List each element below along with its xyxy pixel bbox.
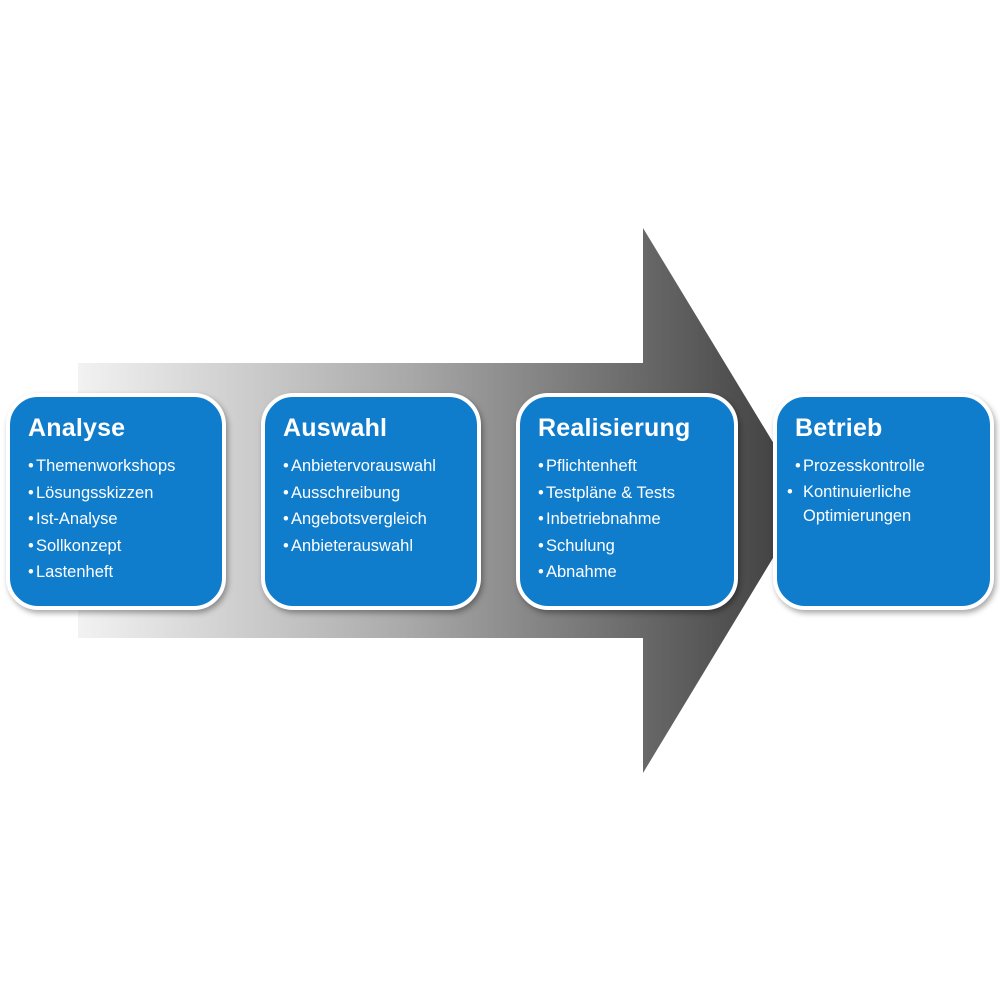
bullet: •: [283, 536, 289, 555]
phase-title: Betrieb: [795, 414, 883, 442]
phase-item-list: •Anbietervorauswahl •Ausschreibung •Ange…: [283, 453, 459, 559]
phase-item-label: Lösungsskizzen: [36, 483, 154, 502]
phase-item-label: Anbietervorauswahl: [291, 457, 436, 475]
phase-item: •Testpläne & Tests: [538, 480, 716, 507]
phase-box-auswahl: Auswahl •Anbietervorauswahl •Ausschreibu…: [261, 393, 481, 610]
phase-item: •Sollkonzept: [28, 533, 204, 560]
bullet: •: [795, 457, 801, 475]
bullet: •: [538, 510, 544, 528]
bullet: •: [538, 563, 544, 581]
phase-item: • Kontinuierliche Optimierungen: [787, 480, 972, 528]
phase-item: •Pflichtenheft: [538, 453, 716, 480]
phase-item: •Ausschreibung: [283, 480, 459, 507]
bullet: •: [538, 483, 544, 502]
phase-item-label: Abnahme: [546, 563, 617, 581]
bullet: •: [538, 457, 544, 475]
phase-item-list: •Pflichtenheft •Testpläne & Tests •Inbet…: [538, 453, 716, 586]
phase-item: •Ist-Analyse: [28, 506, 204, 533]
phase-item: •Lösungsskizzen: [28, 480, 204, 507]
phase-item: •Anbieterauswahl: [283, 533, 459, 560]
phase-item-label: Inbetriebnahme: [546, 510, 661, 528]
phase-item-list: •Themenworkshops •Lösungsskizzen •Ist-An…: [28, 453, 204, 586]
phase-item-label: Testpläne & Tests: [546, 483, 676, 502]
bullet: •: [28, 563, 34, 581]
phase-item-label: Prozesskontrolle: [803, 457, 925, 475]
bullet: •: [538, 536, 544, 555]
bullet: •: [28, 536, 34, 555]
bullet: •: [283, 483, 289, 502]
phase-item-label: Ist-Analyse: [36, 510, 118, 528]
bullet: •: [283, 510, 289, 528]
phase-item: •Themenworkshops: [28, 453, 204, 480]
phase-item-label: Lastenheft: [36, 563, 114, 581]
phase-item: •Lastenheft: [28, 559, 204, 586]
phase-item-label: Anbieterauswahl: [291, 536, 413, 555]
phase-box-betrieb: Betrieb •Prozesskontrolle •Kontinuierlic…: [773, 393, 994, 610]
phase-item-label: Pflichtenheft: [546, 457, 637, 475]
bullet: •: [283, 457, 289, 475]
phase-item: •Inbetriebnahme: [538, 506, 716, 533]
phase-item-label: Themenworkshops: [36, 457, 176, 475]
bullet: •: [28, 457, 34, 475]
phase-title: Realisierung: [538, 414, 691, 442]
phase-item: •Prozesskontrolle: [795, 453, 972, 480]
phase-item-label: Angebotsvergleich: [291, 510, 427, 528]
phase-box-analyse: Analyse •Themenworkshops •Lösungsskizzen…: [6, 393, 226, 610]
phase-item-list: •Prozesskontrolle •Kontinuierliche Optim…: [787, 453, 972, 528]
phase-title: Auswahl: [283, 414, 388, 442]
phase-item-label: Sollkonzept: [36, 536, 122, 555]
bullet: •: [787, 482, 793, 501]
phase-item-label: Ausschreibung: [291, 483, 401, 502]
phase-item: •Angebotsvergleich: [283, 506, 459, 533]
bullet: •: [28, 510, 34, 528]
phase-item-label: Schulung: [546, 536, 615, 555]
phase-item: •Abnahme: [538, 559, 716, 586]
phase-title: Analyse: [28, 414, 126, 442]
phase-item: •Anbietervorauswahl: [283, 453, 459, 480]
bullet: •: [28, 483, 34, 502]
phase-box-realisierung: Realisierung •Pflichtenheft •Testpläne &…: [516, 393, 738, 610]
phase-item: •Schulung: [538, 533, 716, 560]
phase-item-label: Kontinuierliche Optimierungen: [803, 482, 912, 525]
